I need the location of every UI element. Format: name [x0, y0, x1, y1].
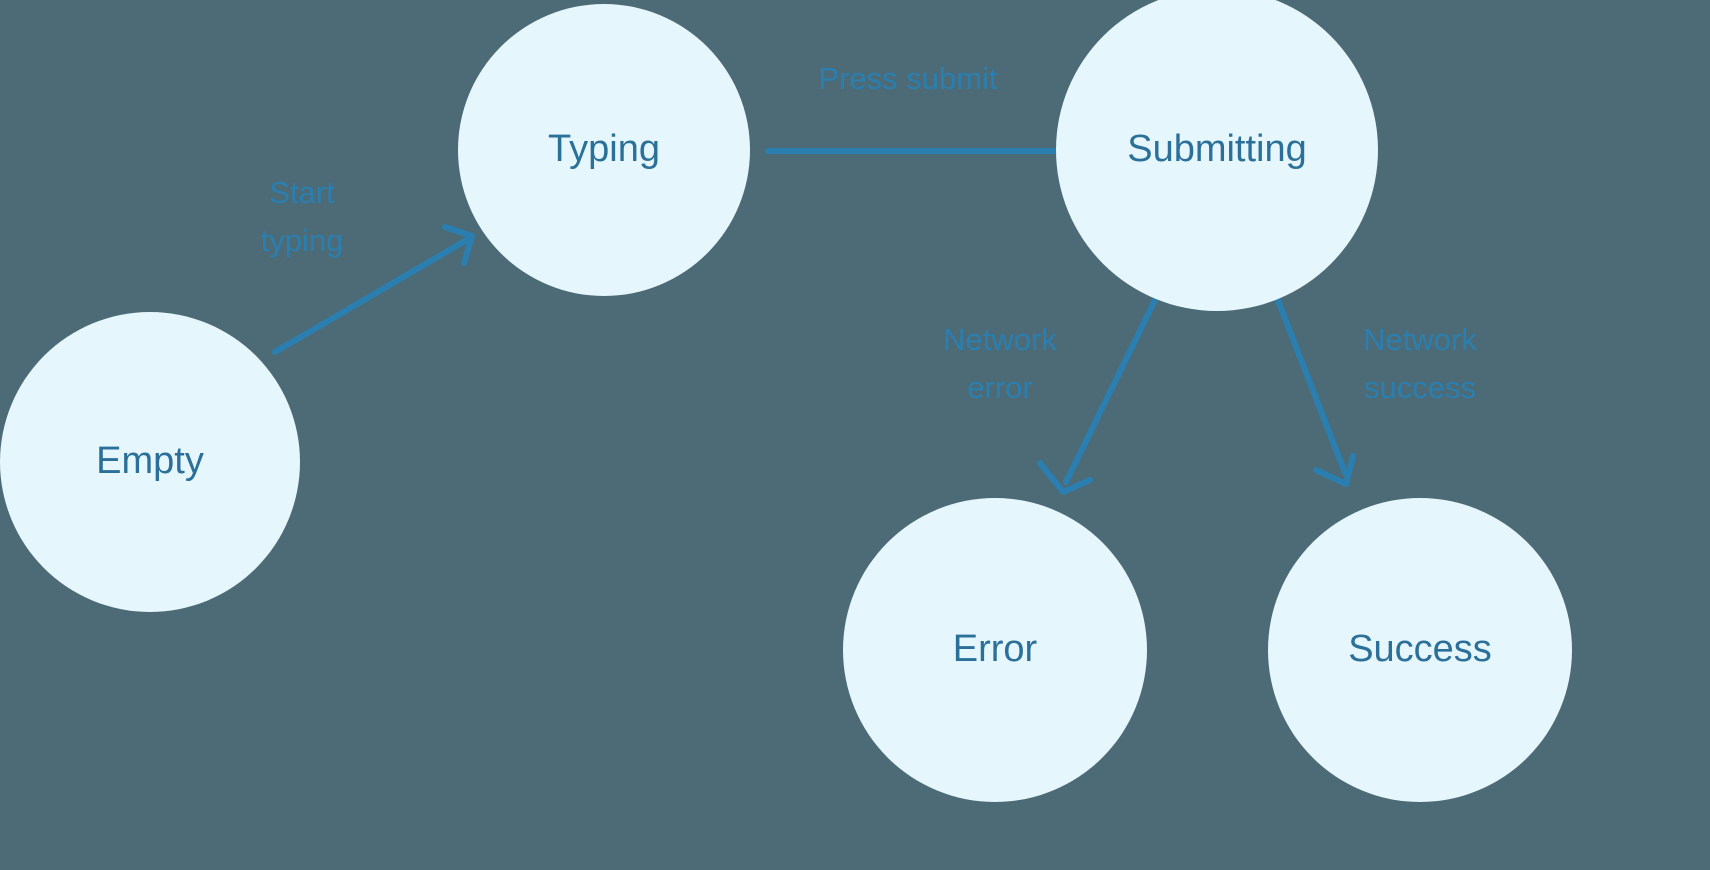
node-typing[interactable]: Typing [458, 4, 750, 296]
node-submitting-circle[interactable] [1056, 0, 1378, 311]
edge-submitting-to-error-line [1063, 297, 1158, 485]
edge-submitting-to-error-label-line-1: Network [943, 322, 1057, 357]
edge-submitting-to-success-arrowhead [1313, 453, 1356, 487]
node-empty-label: Empty [96, 440, 204, 482]
node-empty[interactable]: Empty [0, 312, 300, 612]
edge-submitting-to-error-arrowhead [1037, 460, 1093, 495]
edge-typing-to-submitting: Press submit [765, 61, 1146, 177]
node-submitting[interactable]: Submitting [1056, 0, 1378, 311]
node-error-label: Error [953, 628, 1038, 670]
edge-empty-to-typing-arrowhead [442, 224, 475, 266]
node-success[interactable]: Success [1268, 498, 1572, 802]
edge-submitting-to-error-label-line-2: error [967, 370, 1032, 405]
node-typing-circle[interactable] [458, 4, 750, 296]
edge-submitting-to-success-label-line-1: Network [1363, 322, 1477, 357]
edge-submitting-to-success: Network success [1274, 295, 1477, 487]
node-error-circle[interactable] [843, 498, 1147, 802]
node-submitting-label: Submitting [1127, 128, 1307, 170]
node-success-circle[interactable] [1268, 498, 1572, 802]
node-typing-label: Typing [548, 128, 660, 170]
edge-typing-to-submitting-label: Press submit [818, 61, 998, 96]
edge-empty-to-typing-label-line-2: typing [261, 223, 344, 258]
edge-submitting-to-error: Network error [943, 297, 1158, 495]
node-success-label: Success [1348, 628, 1492, 670]
edge-empty-to-typing-label-line-1: Start [269, 175, 335, 210]
node-error[interactable]: Error [843, 498, 1147, 802]
edge-empty-to-typing-line [272, 235, 473, 355]
edge-submitting-to-success-line [1274, 295, 1348, 476]
edge-submitting-to-success-label-line-2: success [1364, 370, 1476, 405]
edge-empty-to-typing: Start typing [261, 175, 475, 355]
node-empty-circle[interactable] [0, 312, 300, 612]
